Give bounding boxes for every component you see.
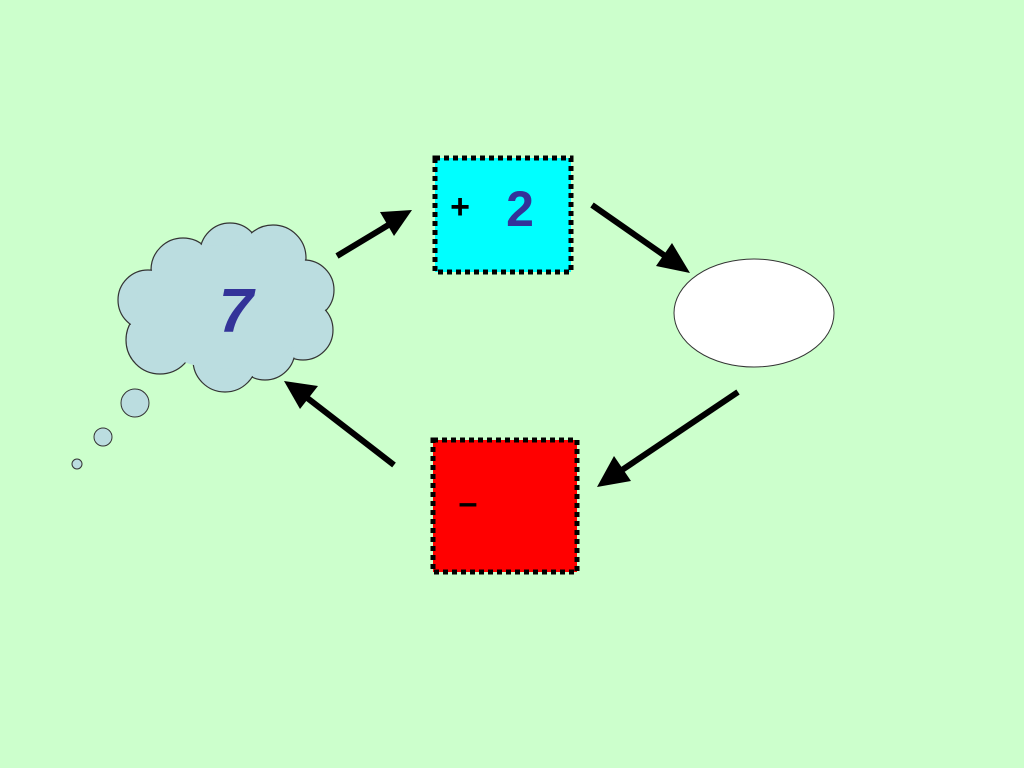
arrow-add-to-result [590, 202, 690, 273]
thought-bubble-small [71, 458, 83, 470]
add-step-box: + 2 [432, 155, 574, 275]
cloud-fill-cover [119, 224, 333, 391]
thought-cloud: 7 [71, 222, 335, 470]
add-operator: + [450, 188, 470, 226]
start-number: 7 [219, 277, 256, 346]
thought-bubble-medium [93, 427, 113, 447]
subtract-operator: – [459, 484, 478, 522]
arrow-subtract-to-cloud [284, 381, 396, 468]
arrow-result-to-subtract [597, 389, 740, 487]
thought-bubble-large [120, 388, 150, 418]
subtract-step-box: – [430, 437, 580, 575]
add-operand: 2 [506, 181, 534, 237]
arrow-cloud-to-add [335, 210, 412, 259]
result-oval [673, 258, 835, 368]
